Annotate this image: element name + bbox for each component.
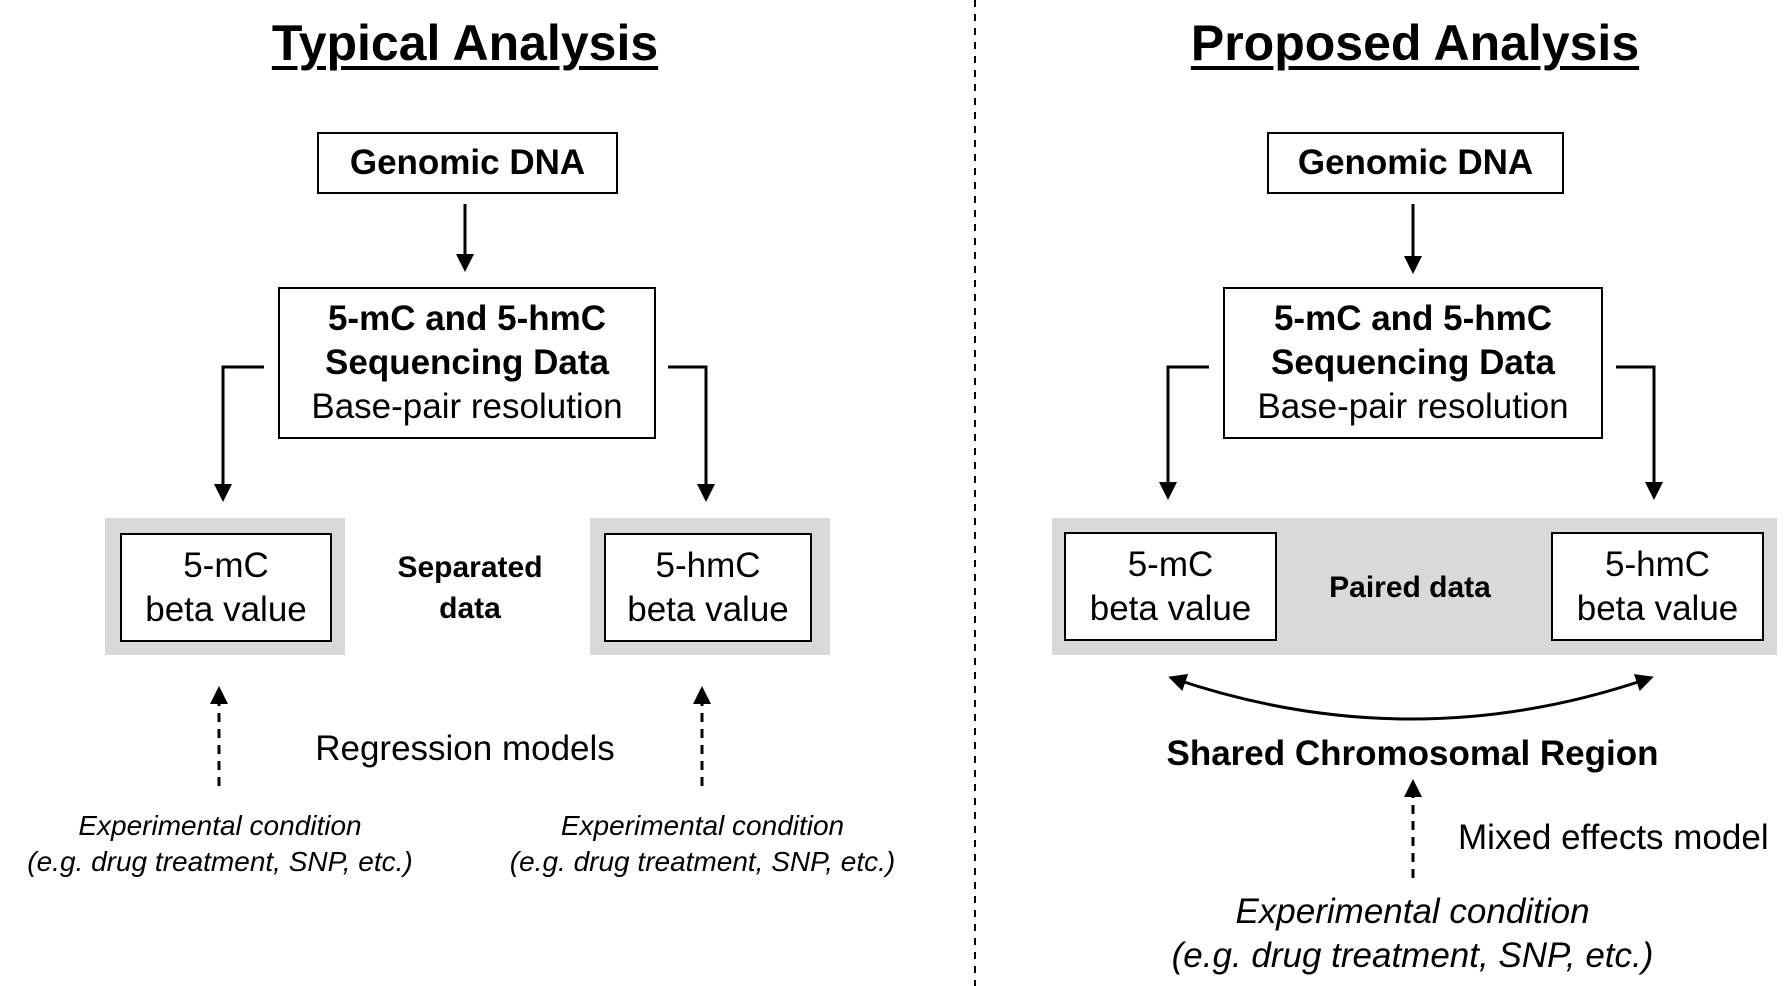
left-hmc-line2: beta value bbox=[627, 589, 789, 629]
right-mixed-model-label: Mixed effects model bbox=[1458, 818, 1769, 857]
left-mc-line1: 5-mC bbox=[183, 545, 269, 585]
left-title: Typical Analysis bbox=[271, 15, 659, 71]
right-mc-box: 5-mC beta value bbox=[1064, 532, 1277, 641]
left-genomic-dna-box: Genomic DNA bbox=[317, 132, 618, 194]
left-seq-line1: 5-mC and 5-hmC bbox=[327, 299, 607, 339]
right-condition: Experimental condition (e.g. drug treatm… bbox=[1130, 890, 1695, 978]
left-hmc-line1: 5-hmC bbox=[655, 545, 761, 585]
right-genomic-dna-box: Genomic DNA bbox=[1267, 132, 1564, 194]
left-arrow-seq-to-hmc bbox=[668, 365, 715, 502]
right-condition-line2: (e.g. drug treatment, SNP, etc.) bbox=[1171, 935, 1654, 975]
right-condition-line1: Experimental condition bbox=[1235, 892, 1590, 931]
right-paired-data-label: Paired data bbox=[1329, 571, 1491, 604]
left-condition-b-line1: Experimental condition bbox=[560, 810, 845, 841]
right-mc-line1: 5-mC bbox=[1127, 544, 1214, 584]
left-condition-a: Experimental condition (e.g. drug treatm… bbox=[0, 808, 440, 881]
left-condition-a-line2: (e.g. drug treatment, SNP, etc.) bbox=[27, 846, 413, 878]
right-seq-line2: Sequencing Data bbox=[1271, 343, 1555, 383]
left-separated-line1: Separated bbox=[397, 551, 543, 584]
right-seq-line1: 5-mC and 5-hmC bbox=[1273, 299, 1553, 339]
left-arrow-seq-to-mc bbox=[214, 365, 264, 502]
right-hmc-line1: 5-hmC bbox=[1604, 544, 1711, 584]
right-arrow-seq-to-mc bbox=[1159, 365, 1209, 500]
left-sequencing-box: 5-mC and 5-hmC Sequencing Data Base-pair… bbox=[278, 287, 656, 439]
left-mc-box: 5-mC beta value bbox=[120, 533, 332, 642]
left-regression-label: Regression models bbox=[315, 729, 615, 768]
right-sequencing-box: 5-mC and 5-hmC Sequencing Data Base-pair… bbox=[1223, 287, 1603, 439]
left-mc-line2: beta value bbox=[145, 589, 307, 629]
right-shared-region-label: Shared Chromosomal Region bbox=[1166, 734, 1659, 773]
left-condition-b-line2: (e.g. drug treatment, SNP, etc.) bbox=[509, 846, 896, 878]
right-seq-line3: Base-pair resolution bbox=[1257, 386, 1569, 426]
right-genomic-dna-label: Genomic DNA bbox=[1297, 143, 1534, 183]
left-hmc-box: 5-hmC beta value bbox=[604, 533, 812, 642]
right-double-arrow-curve bbox=[1168, 674, 1654, 721]
left-seq-line3: Base-pair resolution bbox=[311, 386, 623, 426]
left-condition-a-line1: Experimental condition bbox=[78, 810, 362, 841]
left-separated-line2: data bbox=[439, 591, 501, 625]
left-condition-b: Experimental condition (e.g. drug treatm… bbox=[480, 808, 925, 881]
left-seq-line2: Sequencing Data bbox=[325, 343, 609, 383]
left-separated-data-label: Separated data bbox=[370, 548, 570, 629]
right-hmc-line2: beta value bbox=[1576, 588, 1739, 628]
right-arrow-seq-to-hmc bbox=[1616, 365, 1663, 500]
left-genomic-dna-label: Genomic DNA bbox=[349, 143, 586, 183]
right-title: Proposed Analysis bbox=[1190, 15, 1640, 71]
right-hmc-box: 5-hmC beta value bbox=[1551, 532, 1764, 641]
right-mc-line2: beta value bbox=[1089, 588, 1252, 628]
